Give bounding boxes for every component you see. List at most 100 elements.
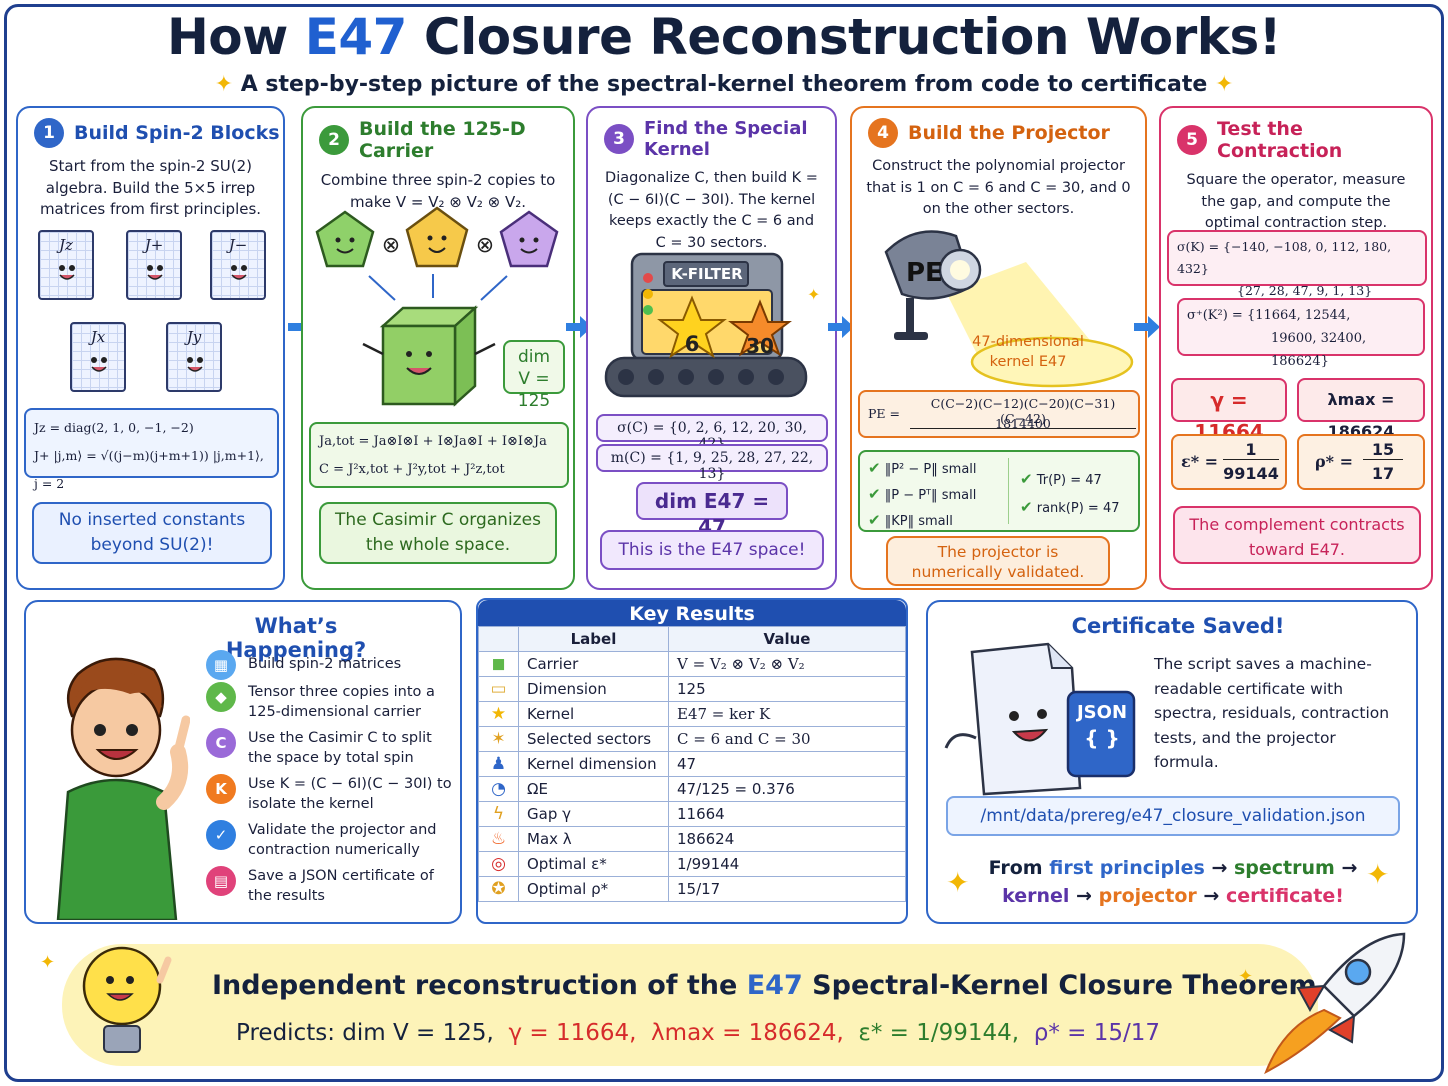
svg-text:⊗: ⊗ xyxy=(382,233,400,258)
c-icon: C xyxy=(206,728,236,758)
stars-icon: ✶ xyxy=(491,729,506,749)
step-title: Build the Projector xyxy=(908,122,1110,144)
svg-text:✦: ✦ xyxy=(807,285,820,304)
row-label: Selected sectors xyxy=(518,726,669,752)
row-value: 125 xyxy=(668,676,906,702)
panel-title: What’s Happening? xyxy=(225,614,367,662)
jz-formula: Jz = diag(2, 1, 0, −1, −2) xyxy=(34,420,194,435)
step-description: Combine three spin-2 copies to make V = … xyxy=(320,171,556,211)
row-value: 186624 xyxy=(668,826,906,852)
row-value: 11664 xyxy=(668,801,906,827)
sparkle-icon: ✦ xyxy=(946,866,970,899)
row-value: V = V₂ ⊗ V₂ ⊗ V₂ xyxy=(668,651,906,677)
k-icon: K xyxy=(206,774,236,804)
matrix-card-jplus: J+ xyxy=(126,230,182,300)
check-icon: ✓ xyxy=(206,820,236,850)
page-subtitle: ✦ A step-by-step picture of the spectral… xyxy=(214,72,1234,97)
sparkle-icon: ✦ xyxy=(214,72,234,97)
banner-headline: Independent reconstruction of the E47 Sp… xyxy=(212,970,1317,1001)
json-badge: JSON xyxy=(1076,702,1128,723)
cube-icon: ◼ xyxy=(491,654,506,674)
step-number: 4 xyxy=(868,118,898,148)
arrow-right-icon xyxy=(828,316,854,338)
star-label-6: 6 xyxy=(684,332,700,356)
matrix-card-jz: Jz xyxy=(38,230,94,300)
step-note: The Casimir C organizes the whole space. xyxy=(319,502,557,564)
projector-illustration xyxy=(884,230,1134,388)
matrix-card-jx: Jx xyxy=(70,322,126,392)
ruler-icon: ▭ xyxy=(490,679,507,699)
check-item: ✔ ‖P − Pᵀ‖ small xyxy=(868,485,977,503)
step-title: Test the Contraction xyxy=(1217,118,1343,162)
row-label: Dimension xyxy=(518,676,669,702)
row-label: Max λ xyxy=(518,826,669,852)
boy-illustration xyxy=(56,657,190,920)
arrow-right-icon xyxy=(566,316,592,338)
bolt-icon: ϟ xyxy=(492,804,505,824)
kernel-spectrum-box: σ(K) = {−140, −108, 0, 112, 180, 432}{27… xyxy=(1167,230,1427,298)
rho-badge: ρ* = 15 17 xyxy=(1297,434,1425,490)
step-note: No inserted constants beyond SU(2)! xyxy=(32,502,272,564)
row-label: Optimal ρ* xyxy=(518,876,669,902)
multiplicity-box: m(C) = {1, 9, 25, 28, 27, 22, 13} xyxy=(596,444,828,482)
row-label: Carrier xyxy=(518,651,669,677)
step-number: 1 xyxy=(34,118,64,148)
grid-icon: ▦ xyxy=(206,650,236,680)
row-value: 47 xyxy=(668,751,906,777)
certificate-panel: Certificate Saved! JSON { } The script s… xyxy=(926,600,1418,924)
table-row: ◎Optimal ε*1/99144 xyxy=(478,851,906,877)
formula-box: Ja,tot = Ja⊗I⊗I + I⊗Ja⊗I + I⊗I⊗Ja C = J²… xyxy=(309,422,569,488)
pipeline-flow: From first principles → spectrum → kerne… xyxy=(988,857,1358,907)
column-header-label: Label xyxy=(518,626,669,652)
row-label: Gap γ xyxy=(518,801,669,827)
row-value: C = 6 and C = 30 xyxy=(668,726,906,752)
step-title: Find the Special Kernel xyxy=(644,118,808,160)
star-icon: ★ xyxy=(490,704,507,724)
certificate-path[interactable]: /mnt/data/prereg/e47_closure_validation.… xyxy=(946,796,1400,836)
k-filter-label: K-FILTER xyxy=(671,265,743,283)
epsilon-badge: ε* = 1 99144 xyxy=(1171,434,1287,490)
tensor-product-illustration: ⊗ ⊗ xyxy=(315,206,559,407)
gamma-badge: γ = 11664 xyxy=(1171,378,1287,444)
happening-item: ◆Tensor three copies into a 125-dimensio… xyxy=(206,682,448,722)
happening-item: ✓Validate the projector and contraction … xyxy=(206,820,448,860)
casimir-formula: C = J²x,tot + J²y,tot + J²z,tot xyxy=(319,462,505,477)
step-number: 2 xyxy=(319,125,349,155)
arrow-right-icon xyxy=(1134,316,1160,338)
row-value: 1/99144 xyxy=(668,851,906,877)
row-value: 15/17 xyxy=(668,876,906,902)
document-mascot-illustration xyxy=(944,642,1136,796)
poster-frame xyxy=(4,4,1444,1082)
happening-item: ▤Save a JSON certificate of the results xyxy=(206,866,438,906)
kernel-dimension-badge: dim E47 = 47 xyxy=(636,482,788,539)
table-row: ✪Optimal ρ*15/17 xyxy=(478,876,906,902)
key-results-header: Key Results xyxy=(478,600,906,628)
document-icon: ▤ xyxy=(206,866,236,896)
sparkle-icon: ✦ xyxy=(40,952,56,973)
whats-happening-panel: What’s Happening? ▦Build spin-2 matrices… xyxy=(24,600,462,924)
happening-item: ▦Build spin-2 matrices xyxy=(206,650,401,680)
step-title: Build Spin-2 Blocks xyxy=(74,122,280,144)
row-label: Kernel dimension xyxy=(518,751,669,777)
validation-checks-box: ✔ ‖P² − P‖ small ✔ ‖P − Pᵀ‖ small ✔ ‖KP‖… xyxy=(858,450,1140,532)
matrix-card-jy: Jy xyxy=(166,322,222,392)
formula-box: Jz = diag(2, 1, 0, −1, −2) J+ |j,m⟩ = √(… xyxy=(24,408,279,491)
k-filter-machine-illustration: ✦ xyxy=(604,252,820,398)
step-number: 5 xyxy=(1177,125,1207,155)
row-label: ΩE xyxy=(518,776,669,802)
sparkle-icon: ✦ xyxy=(1366,858,1390,891)
pie-icon: ◔ xyxy=(491,779,506,799)
check-item: ✔ ‖KP‖ small xyxy=(868,511,953,529)
projector-formula-box: PE = C(C−2)(C−12)(C−20)(C−31)(C−42) 1814… xyxy=(858,390,1140,438)
